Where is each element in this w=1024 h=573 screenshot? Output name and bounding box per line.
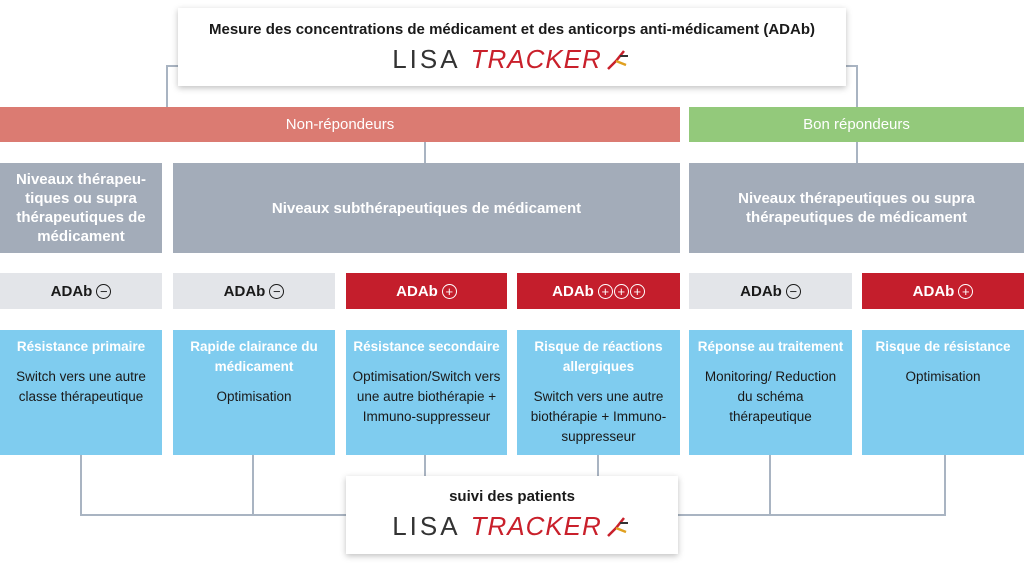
connector-line bbox=[856, 65, 858, 107]
card-body: Optimisation/Switch vers une autre bioth… bbox=[352, 369, 501, 424]
connector-line bbox=[846, 65, 858, 67]
logo-tracker-text: TRACKER bbox=[470, 511, 602, 541]
card-body: Switch vers une autre biothérapie + Immu… bbox=[530, 389, 667, 444]
card-body: Optimisation bbox=[905, 369, 981, 384]
bottom-title: suivi des patients bbox=[449, 488, 575, 505]
connector-line bbox=[252, 455, 254, 515]
adab-positive-triple: ADAb+++ bbox=[517, 273, 680, 309]
adab-negative-1: ADAb− bbox=[0, 273, 162, 309]
card-resistance-primaire: Résistance primaire Switch vers une autr… bbox=[0, 330, 162, 455]
antibody-icon bbox=[606, 49, 628, 70]
card-title: Réponse au traitement bbox=[697, 339, 844, 354]
level-box-therapeutic-2: Niveaux thérapeutiques ou supra thérapeu… bbox=[689, 163, 1024, 253]
bon-repondeurs-header: Bon répondeurs bbox=[689, 107, 1024, 142]
adab-positive-1: ADAb+ bbox=[346, 273, 507, 309]
antibody-icon bbox=[606, 516, 628, 537]
plus-icon: + bbox=[441, 283, 457, 299]
adab-label: ADAb bbox=[740, 282, 782, 300]
card-reponse-traitement: Réponse au traitement Monitoring/ Reduct… bbox=[689, 330, 852, 455]
card-title: Risque de résistance bbox=[875, 339, 1011, 354]
level-box-subtherapeutic: Niveaux subthérapeutiques de médicament bbox=[173, 163, 680, 253]
connector-line bbox=[80, 514, 346, 516]
logo-tracker-text: TRACKER bbox=[470, 44, 602, 74]
card-title: Résistance primaire bbox=[16, 339, 146, 354]
minus-icon: − bbox=[269, 283, 285, 299]
connector-line bbox=[80, 455, 82, 515]
adab-positive-2: ADAb+ bbox=[862, 273, 1024, 309]
level-box-therapeutic-1: Niveaux thérapeu-tiques ou supra thérape… bbox=[0, 163, 162, 253]
bottom-followup-box: suivi des patients LISA TRACKER bbox=[346, 476, 678, 554]
plus-icon: + bbox=[613, 283, 629, 299]
adab-negative-3: ADAb− bbox=[689, 273, 852, 309]
minus-icon: − bbox=[96, 283, 112, 299]
card-body: Switch vers une autre classe thérapeutiq… bbox=[16, 369, 146, 404]
connector-line bbox=[944, 455, 946, 515]
adab-label: ADAb bbox=[223, 282, 266, 300]
non-repondeurs-header: Non-répondeurs bbox=[0, 107, 680, 142]
card-title: Rapide clairance du médicament bbox=[190, 339, 318, 374]
connector-line bbox=[166, 65, 168, 107]
plus-icon: + bbox=[597, 283, 613, 299]
connector-line bbox=[424, 142, 426, 164]
lisa-tracker-logo: LISA TRACKER bbox=[392, 511, 632, 542]
top-title-box: Mesure des concentrations de médicament … bbox=[178, 8, 846, 86]
connector-line bbox=[424, 455, 426, 477]
card-title: Résistance secondaire bbox=[353, 339, 500, 354]
plus-icon: + bbox=[958, 283, 974, 299]
logo-lisa-text: LISA bbox=[392, 511, 461, 541]
top-title: Mesure des concentrations de médicament … bbox=[209, 21, 815, 38]
plus-icon: + bbox=[629, 283, 645, 299]
card-reactions-allergiques: Risque de réactions allergiques Switch v… bbox=[517, 330, 680, 455]
card-resistance-secondaire: Résistance secondaire Optimisation/Switc… bbox=[346, 330, 507, 455]
card-body: Optimisation bbox=[216, 389, 292, 404]
adab-label: ADAb bbox=[912, 282, 955, 300]
connector-line bbox=[597, 455, 599, 477]
connector-line bbox=[678, 514, 946, 516]
connector-line bbox=[769, 455, 771, 515]
connector-line bbox=[856, 142, 858, 164]
card-risque-resistance: Risque de résistance Optimisation bbox=[862, 330, 1024, 455]
card-body: Monitoring/ Reduction du schéma thérapeu… bbox=[704, 369, 837, 424]
connector-line bbox=[166, 65, 178, 67]
adab-label: ADAb bbox=[396, 282, 438, 300]
logo-lisa-text: LISA bbox=[392, 44, 461, 74]
adab-negative-2: ADAb− bbox=[173, 273, 335, 309]
lisa-tracker-logo: LISA TRACKER bbox=[392, 44, 632, 75]
adab-label: ADAb bbox=[50, 282, 93, 300]
card-rapide-clairance: Rapide clairance du médicament Optimisat… bbox=[173, 330, 335, 455]
card-title: Risque de réactions allergiques bbox=[534, 339, 663, 374]
minus-icon: − bbox=[785, 283, 801, 299]
adab-label: ADAb bbox=[552, 282, 594, 300]
